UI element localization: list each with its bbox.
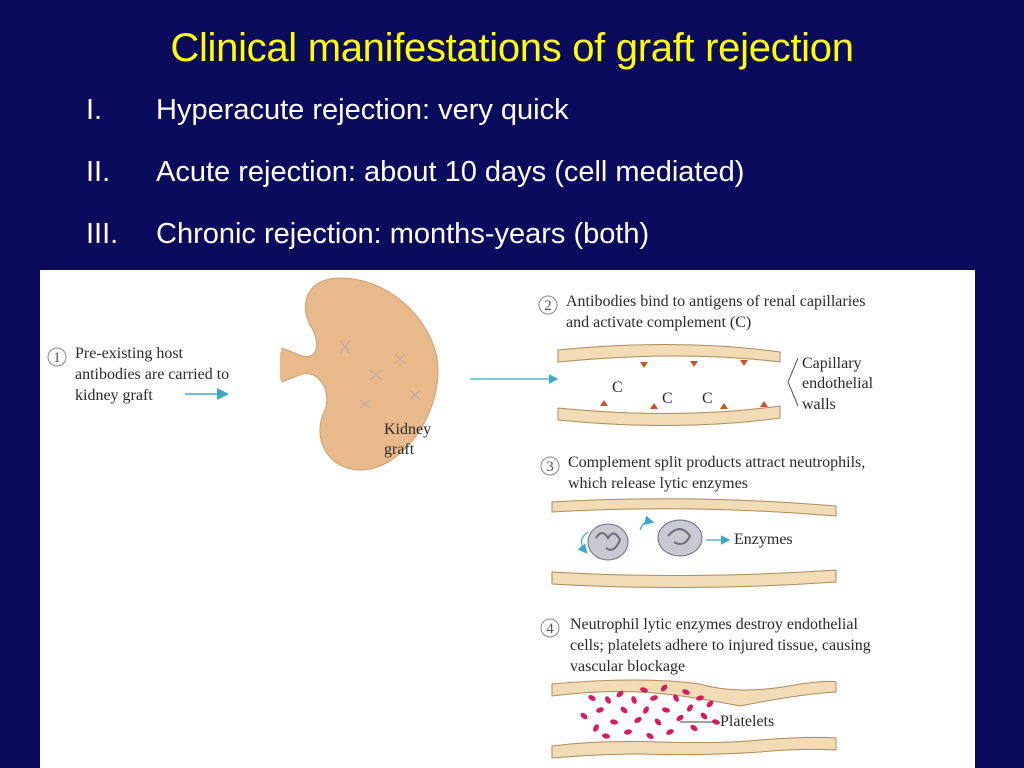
capillary-vessel-step2 <box>557 343 781 427</box>
step4-text-line1: Neutrophil lytic enzymes destroy endothe… <box>570 616 858 633</box>
slide-title: Clinical manifestations of graft rejecti… <box>170 26 854 70</box>
kidney-label-line2: graft <box>384 441 415 458</box>
step1-number: 1 <box>53 350 61 366</box>
list-text: Acute rejection: about 10 days (cell med… <box>156 156 745 188</box>
rejection-figure: 1 Pre-existing host antibodies are carri… <box>40 270 975 768</box>
step3-marker: 3 <box>540 456 560 476</box>
step3-text-line2: which release lytic enzymes <box>568 475 748 492</box>
enzymes-label: Enzymes <box>734 531 793 548</box>
list-text: Hyperacute rejection: very quick <box>156 94 569 126</box>
kidney-label-line1: Kidney <box>384 421 431 438</box>
step2-text-line1: Antibodies bind to antigens of renal cap… <box>566 293 865 310</box>
platelet-cluster <box>580 684 720 739</box>
kidney-graft-illustration <box>280 277 439 471</box>
step2-text-line2: and activate complement (C) <box>566 314 751 331</box>
step2-marker: 2 <box>538 295 558 315</box>
complement-label-1: C <box>612 379 623 396</box>
step2-number: 2 <box>544 298 552 314</box>
complement-label-3: C <box>702 390 713 407</box>
list-numeral: I. <box>86 94 103 126</box>
step1-text-line1: Pre-existing host <box>75 345 184 362</box>
step1-text-line3: kidney graft <box>75 387 153 404</box>
step4-text-line3: vascular blockage <box>570 658 685 675</box>
capillary-label-line2: endothelial <box>802 375 874 392</box>
step3-number: 3 <box>546 459 554 475</box>
step4-marker: 4 <box>540 618 560 638</box>
neutrophil-cells <box>587 519 703 561</box>
capillary-label-line3: walls <box>802 396 836 413</box>
enzyme-arrow-1 <box>577 531 589 554</box>
step1-text-line2: antibodies are carried to <box>75 366 229 383</box>
list-text: Chronic rejection: months-years (both) <box>156 218 650 250</box>
capillary-label-line1: Capillary <box>802 355 862 372</box>
platelets-label: Platelets <box>720 713 774 730</box>
blocked-vessel-step4 <box>551 679 837 759</box>
enzyme-arrow-2 <box>639 515 655 531</box>
step3-text-line1: Complement split products attract neutro… <box>568 454 865 471</box>
capillary-bracket <box>787 357 799 407</box>
capillary-vessel-step3 <box>551 498 837 589</box>
list-numeral: II. <box>86 156 111 188</box>
complement-label-2: C <box>662 390 673 407</box>
step4-text-line2: cells; platelets adhere to injured tissu… <box>570 637 871 654</box>
step4-number: 4 <box>546 621 554 637</box>
step1-marker: 1 <box>47 347 67 367</box>
list-numeral: III. <box>86 218 119 250</box>
